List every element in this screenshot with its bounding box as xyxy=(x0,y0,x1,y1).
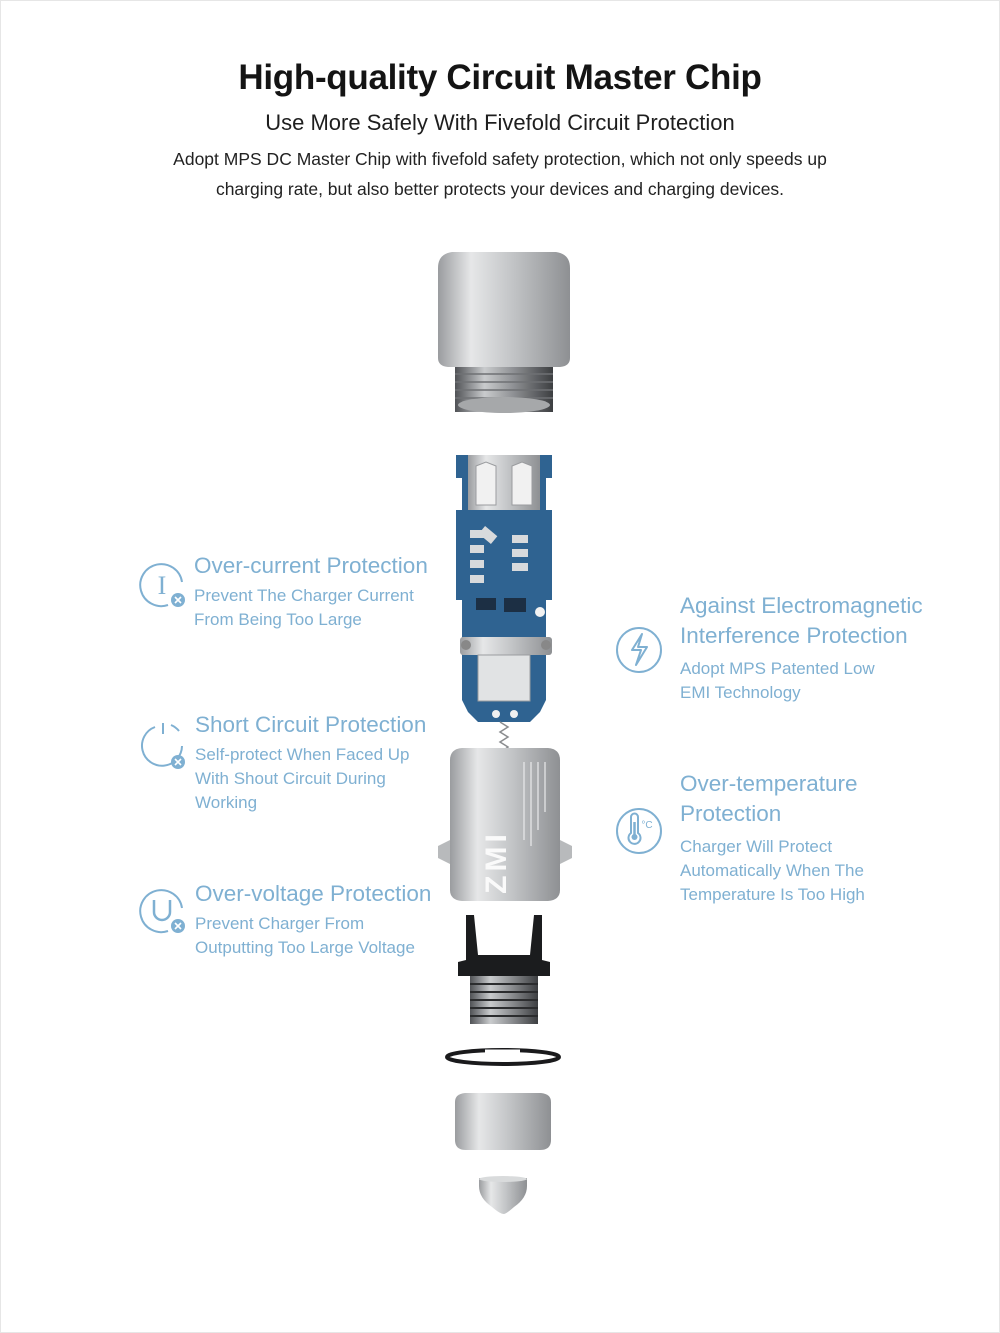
thermometer-icon: °C xyxy=(616,808,662,854)
feature-title: Over-current Protection xyxy=(194,553,428,578)
top-cap xyxy=(438,252,570,413)
brand-logo: ZMI xyxy=(480,830,513,894)
page-subtitle: Use More Safely With Fivefold Circuit Pr… xyxy=(265,110,735,135)
charger-body: ZMI xyxy=(438,748,572,901)
current-icon: I xyxy=(139,563,185,608)
bottom-cap xyxy=(455,1093,551,1150)
lightning-icon xyxy=(616,627,662,673)
page-description: Adopt MPS DC Master Chip with fivefold s… xyxy=(173,149,827,199)
feature-over-current: Over-current Protection Prevent The Char… xyxy=(194,551,454,632)
svg-text:I: I xyxy=(158,571,167,600)
voltage-icon xyxy=(139,889,185,934)
tip-contact xyxy=(479,1176,527,1214)
feature-text: Self-protect When Faced Up With Shout Ci… xyxy=(195,745,410,812)
feature-text: Prevent Charger From Outputting Too Larg… xyxy=(195,914,415,957)
pcb-board xyxy=(456,455,552,722)
feature-text: Prevent The Charger Current From Being T… xyxy=(194,586,414,629)
washer-ring xyxy=(445,1048,561,1066)
feature-title: Over-temperature Protection xyxy=(680,771,858,826)
spring xyxy=(498,721,510,751)
black-connector xyxy=(458,915,550,1024)
feature-title: Against Electromagnetic Interference Pro… xyxy=(680,593,923,648)
page-title: High-quality Circuit Master Chip xyxy=(238,58,762,97)
feature-title: Over-voltage Protection xyxy=(195,881,432,906)
feature-emi: Against Electromagnetic Interference Pro… xyxy=(680,591,970,705)
feature-text: Adopt MPS Patented Low EMI Technology xyxy=(680,659,875,702)
feature-over-temperature: Over-temperature Protection Charger Will… xyxy=(680,769,940,907)
power-icon xyxy=(141,723,185,769)
product-exploded-view: ZMI xyxy=(438,252,572,1214)
feature-title: Short Circuit Protection xyxy=(195,712,427,737)
feature-short-circuit: Short Circuit Protection Self-protect Wh… xyxy=(195,710,455,815)
feature-over-voltage: Over-voltage Protection Prevent Charger … xyxy=(195,879,455,960)
svg-text:°C: °C xyxy=(641,820,652,831)
feature-text: Charger Will Protect Automatically When … xyxy=(680,837,865,904)
